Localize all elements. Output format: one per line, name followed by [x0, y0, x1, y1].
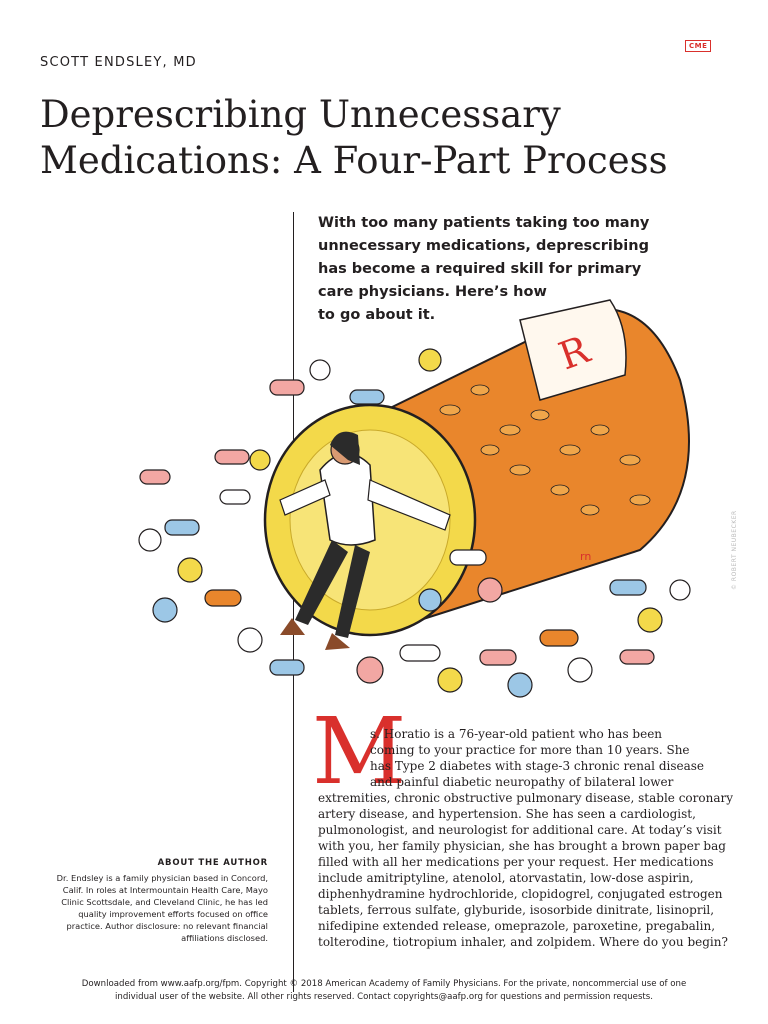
deck-line-2: unnecessary medications, deprescribing	[318, 238, 649, 254]
scattered-pills	[138, 348, 691, 698]
article-deck: With too many patients taking too many u…	[318, 212, 650, 327]
body-line-7: pulmonologist, and neurologist for addit…	[318, 823, 722, 837]
illustration-credit: © ROBERT NEUBECKER	[731, 510, 738, 590]
deck-line-4: care physicians. Here’s how	[318, 284, 547, 300]
deck-line-1: With too many patients taking too many	[318, 215, 650, 231]
body-line-4: and painful diabetic neuropathy of bilat…	[370, 775, 674, 789]
drop-cap: M	[312, 698, 407, 805]
article-title: Deprescribing Unnecessary Medications: A…	[40, 92, 720, 184]
cme-badge: CME	[685, 40, 712, 52]
bio-line-3: Clinic Scottsdale, and Cleveland Clinic,…	[61, 897, 268, 907]
bio-line-6: affiliations disclosed.	[181, 933, 268, 943]
author-byline: SCOTT ENDSLEY, MD	[40, 55, 197, 70]
body-line-14: tolterodine, tiotropium inhaler, and zol…	[318, 935, 728, 949]
body-line-2: coming to your practice for more than 10…	[370, 743, 690, 757]
footer-line-2: individual user of the website. All othe…	[115, 992, 653, 1002]
title-line-2: Medications: A Four-Part Process	[40, 139, 668, 182]
doctor-figure	[279, 431, 451, 650]
body-line-11: diphenhydramine hydrochloride, clopidogr…	[318, 887, 723, 901]
deck-line-3: has become a required skill for primary	[318, 261, 642, 277]
body-line-3: has Type 2 diabetes with stage-3 chronic…	[370, 759, 705, 773]
body-line-12: tablets, ferrous sulfate, glyburide, iso…	[318, 903, 715, 917]
body-line-13: nifedipine extended release, omeprazole,…	[318, 919, 716, 933]
body-line-5: extremities, chronic obstructive pulmona…	[318, 791, 733, 805]
title-line-1: Deprescribing Unnecessary	[40, 93, 561, 136]
bio-line-4: quality improvement efforts focused on o…	[78, 909, 268, 919]
bio-line-1: Dr. Endsley is a family physician based …	[56, 873, 268, 883]
deck-line-5: to go about it.	[318, 307, 436, 323]
body-line-8: with you, her family physician, she has …	[318, 839, 726, 853]
bio-line-2: Calif. In roles at Intermountain Health …	[62, 885, 268, 895]
body-line-6: artery disease, and hypertension. She ha…	[318, 807, 696, 821]
footer-line-1: Downloaded from www.aafp.org/fpm. Copyri…	[81, 979, 687, 989]
vertical-rule	[293, 212, 294, 992]
body-line-9: filled with all her medications per your…	[318, 855, 714, 869]
body-line-10: include amitriptyline, atenolol, atorvas…	[318, 871, 694, 885]
body-line-1: s. Horatio is a 76-year-old patient who …	[370, 727, 663, 741]
pill-bottle-illustration: R rn	[138, 299, 691, 698]
rn-label: rn	[580, 550, 591, 563]
about-author-heading: ABOUT THE AUTHOR	[157, 858, 268, 868]
bio-line-5: practice. Author disclosure: no relevant…	[66, 921, 268, 931]
